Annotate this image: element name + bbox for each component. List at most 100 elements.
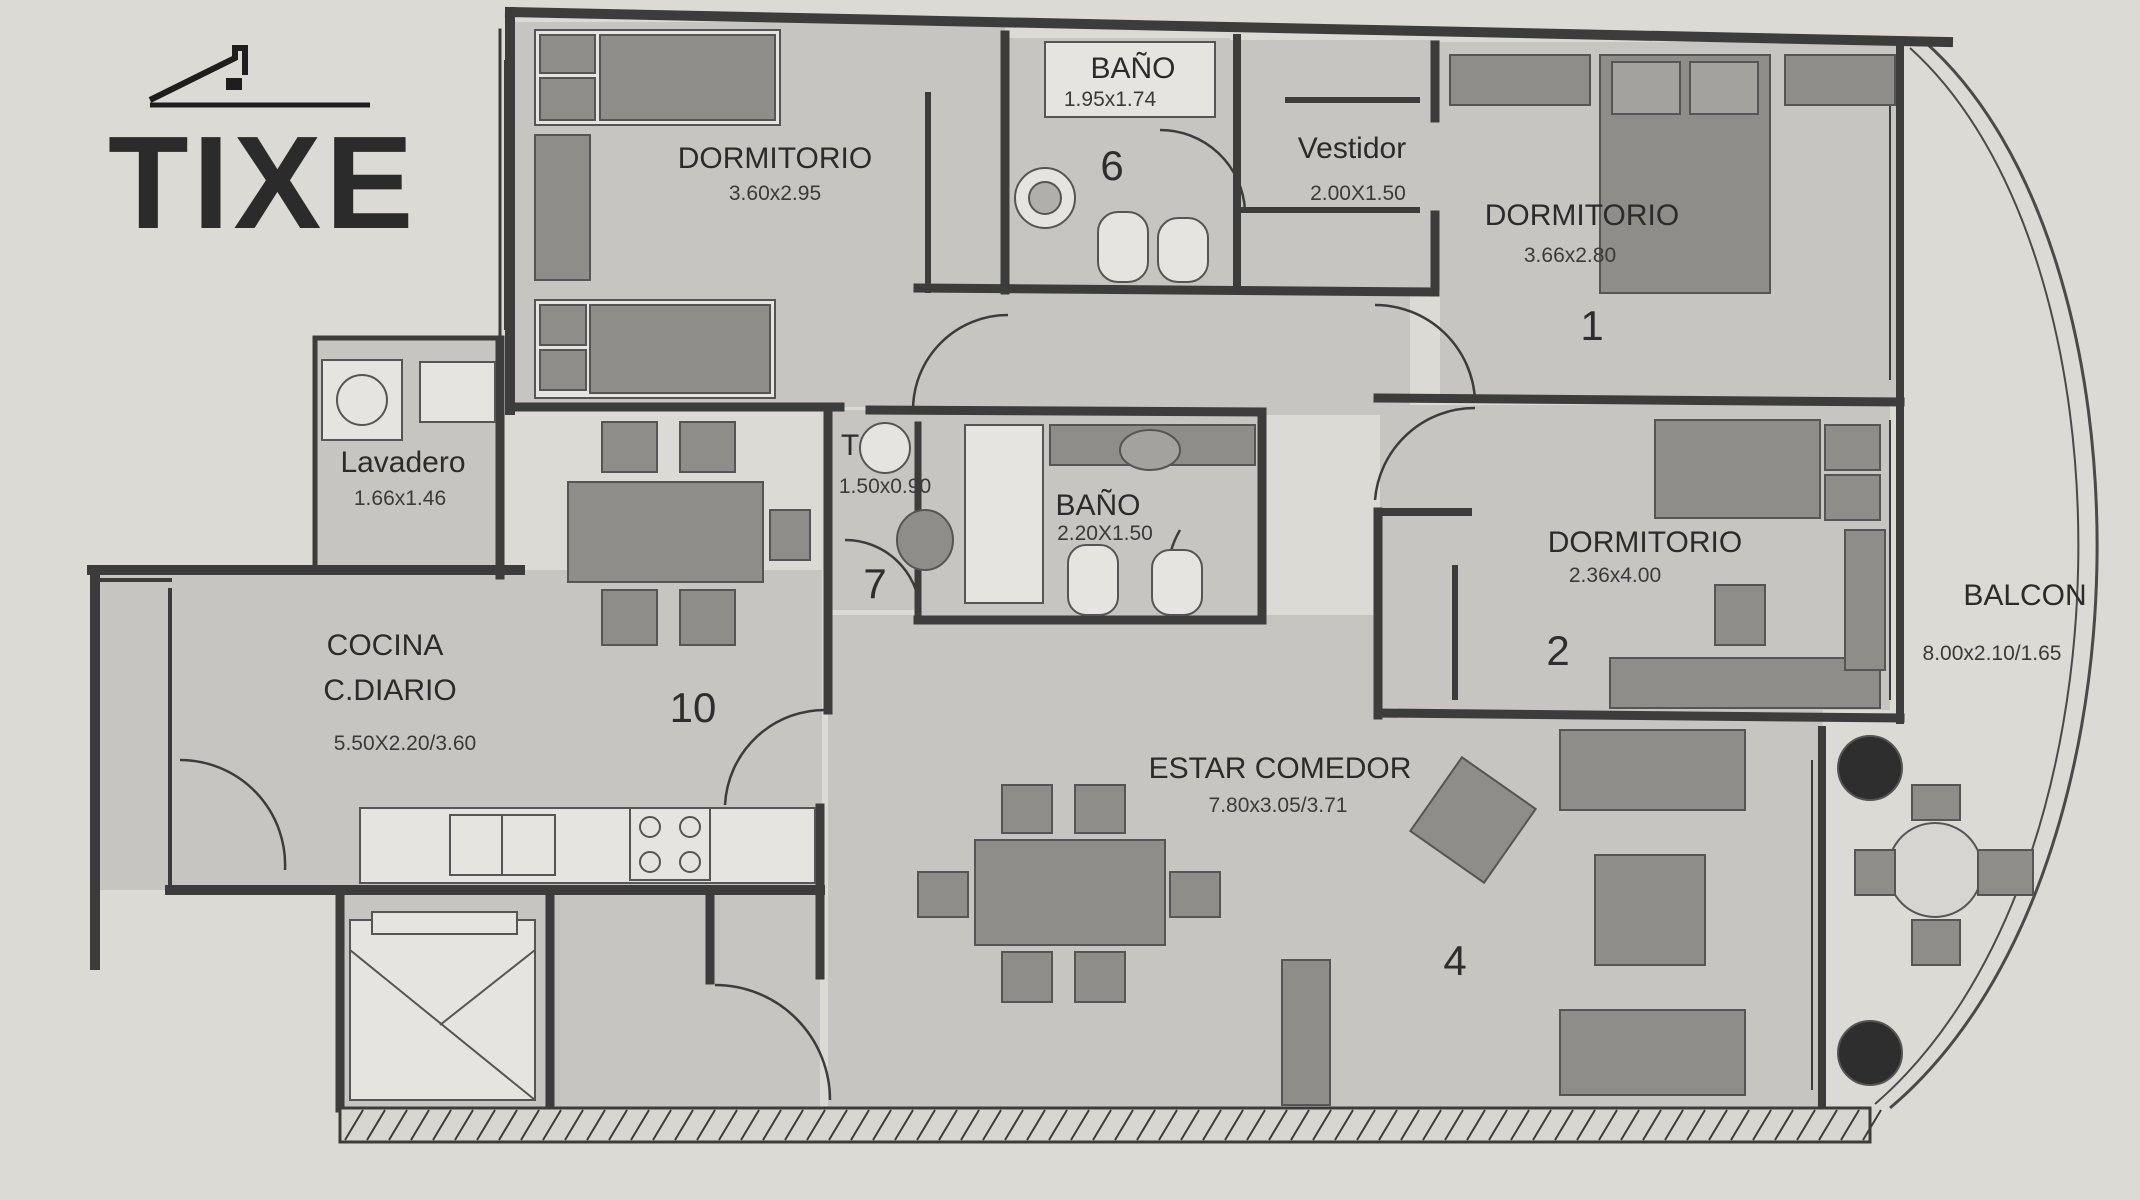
wall-hatch-line: [740, 1109, 760, 1141]
wall-hatch-line: [1818, 1109, 1838, 1141]
wall-hatch-line: [1290, 1109, 1310, 1141]
kitchen-counter: [359, 807, 816, 884]
label-dorm-2: DORMITORIO: [1548, 526, 1742, 559]
dims-dorm-left: 3.60x2.95: [729, 182, 821, 205]
balcony: [1874, 40, 2099, 1110]
wall-hatch-line: [1532, 1109, 1552, 1141]
plant-bottom: [1837, 1020, 1903, 1086]
wall-hatch-line: [1752, 1109, 1772, 1141]
wall-hatch-line: [872, 1109, 892, 1141]
wall-hatch-line: [894, 1109, 914, 1141]
coffee-table: [1594, 854, 1706, 966]
wall-hatch-line: [388, 1109, 408, 1141]
stove: [629, 807, 711, 881]
label-vestidor: Vestidor: [1298, 132, 1406, 165]
label-dorm-left: DORMITORIO: [678, 142, 872, 175]
dims-balcon: 8.00x2.10/1.65: [1923, 642, 2062, 665]
wall-hatch-line: [1004, 1109, 1024, 1141]
wall-hatch-line: [1510, 1109, 1530, 1141]
dims-bano-6: 1.95x1.74: [1064, 88, 1157, 111]
wall-hatch-line: [806, 1109, 826, 1141]
sofa-bottom: [1559, 1009, 1746, 1096]
wall-hatch-line: [1686, 1109, 1706, 1141]
wall-hatch-line: [1070, 1109, 1090, 1141]
furniture: [321, 29, 2034, 1106]
bathtub-6: [1044, 41, 1216, 118]
wall-hatch-line: [1092, 1109, 1112, 1141]
dims-estar: 7.80x3.05/3.71: [1209, 794, 1348, 817]
dining-table: [974, 839, 1166, 946]
wall-hatch-line: [1202, 1109, 1222, 1141]
wall-hatch-line: [586, 1109, 606, 1141]
wall-hatch-line: [608, 1109, 628, 1141]
plant-top: [1837, 735, 1903, 801]
wall-hatch-line: [916, 1109, 936, 1141]
wall-hatch-line: [520, 1109, 540, 1141]
toilet-6a: [1097, 211, 1149, 283]
armchair-rotated: [1408, 755, 1538, 885]
wall-hatch-line: [366, 1109, 386, 1141]
wall-hatch-line: [696, 1109, 716, 1141]
door-swings: [179, 128, 1477, 1101]
balcony-table: [1887, 822, 1983, 918]
label-lavadero: Lavadero: [340, 446, 465, 479]
wall-hatch-line: [1268, 1109, 1288, 1141]
laundry-sink: [419, 361, 496, 423]
sink-toilette: [859, 422, 911, 474]
wall-hatch-line: [1598, 1109, 1618, 1141]
toilet-center-a: [1067, 544, 1119, 616]
dims-dorm-1: 3.66x2.80: [1524, 244, 1616, 267]
walls: [87, 6, 1954, 1113]
wall-hatch-line: [1158, 1109, 1178, 1141]
wall-hatch-line: [1576, 1109, 1596, 1141]
storage-closet: [349, 919, 536, 1101]
wall-hatch-line: [1664, 1109, 1684, 1141]
wall-hatch-line: [1422, 1109, 1442, 1141]
wall-hatch-line: [960, 1109, 980, 1141]
label-dorm-1: DORMITORIO: [1485, 199, 1679, 232]
label-cocina-2: C.DIARIO: [323, 674, 456, 707]
wall-hatch-line: [762, 1109, 782, 1141]
number-4: 4: [1443, 937, 1466, 984]
dims-cocina: 5.50X2.20/3.60: [334, 732, 476, 755]
number-2: 2: [1546, 627, 1569, 674]
wall-hatch-line: [938, 1109, 958, 1141]
wall-hatch-line: [1378, 1109, 1398, 1141]
wall-hatch-line: [1312, 1109, 1332, 1141]
number-1: 1: [1580, 302, 1603, 349]
wall-hatch-line: [1048, 1109, 1068, 1141]
wall-hatch-line: [1136, 1109, 1156, 1141]
wall-hatch-line: [850, 1109, 870, 1141]
wall-hatch-line: [476, 1109, 496, 1141]
wall-hatch-line: [982, 1109, 1002, 1141]
wall-hatch-line: [498, 1109, 518, 1141]
balcony-curve-outer: [1889, 40, 2099, 1110]
logo-roof-icon: [148, 45, 248, 103]
dims-dorm-2: 2.36x4.00: [1569, 564, 1661, 587]
label-toilette: T: [841, 429, 859, 462]
logo: TIXE: [108, 45, 413, 256]
wall-hatch-line: [1642, 1109, 1662, 1141]
sofa-top: [1559, 729, 1746, 811]
bathtub-center: [964, 424, 1044, 604]
toilet-center-b: [1151, 549, 1203, 616]
wall-hatch-line: [1180, 1109, 1200, 1141]
wall-hatch-line: [344, 1109, 364, 1141]
dims-vestidor: 2.00X1.50: [1310, 182, 1406, 205]
wall-hatch-line: [1488, 1109, 1508, 1141]
wall-hatch-line: [1444, 1109, 1464, 1141]
room-labels: DORMITORIO 3.60x2.95 BAÑO 1.95x1.74 6 Ve…: [323, 51, 2086, 984]
wall-hatch-line: [630, 1109, 650, 1141]
wall-hatch-line: [1796, 1109, 1816, 1141]
floor-hall: [910, 290, 1410, 415]
wall-hatch-line: [564, 1109, 584, 1141]
windows: [504, 60, 1891, 1090]
bed-left-side: [534, 134, 591, 281]
floor-vestidor: [1230, 40, 1440, 290]
washer: [321, 359, 403, 441]
label-bano-center: BAÑO: [1055, 488, 1140, 522]
wall-hatch-line: [1224, 1109, 1244, 1141]
bottom-exterior-wall: [338, 1106, 1882, 1144]
wall-hatch-line: [652, 1109, 672, 1141]
